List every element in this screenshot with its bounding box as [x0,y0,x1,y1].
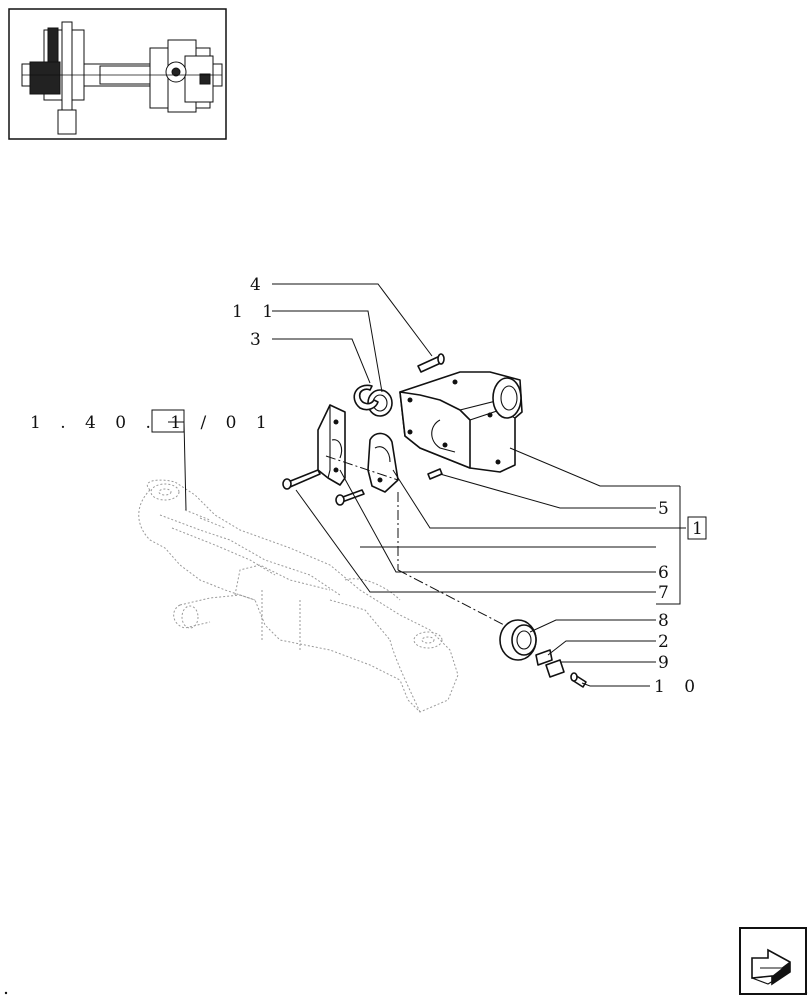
snap-ring-part-3[interactable] [353,384,379,411]
callout-1-box [687,516,707,540]
corner-dot-left [4,991,8,995]
callout-6: 6 [658,563,676,583]
reference-link-label[interactable]: 1 . 4 0 . 1 / 0 1 [30,413,274,433]
callout-1: 1 [692,519,703,539]
bolt-part-4[interactable] [417,353,445,373]
ring-nut-part-8[interactable] [499,619,537,661]
swivel-housing-part[interactable] [399,371,523,473]
callout-8: 8 [658,611,676,631]
clip-part-2[interactable] [535,649,553,666]
next-page-arrow-icon[interactable] [739,927,807,995]
callout-4: 4 [250,275,268,295]
seal-ring-part-11[interactable] [367,389,393,417]
clamp-half-part-6b[interactable] [367,432,399,493]
corner-dot [804,991,808,995]
callout-7: 7 [658,583,676,603]
lock-plate-part-9[interactable] [545,659,565,678]
callout-9: 9 [658,653,676,673]
axle-housing-reference-drawing [138,479,459,713]
leader-lines [168,283,686,687]
screw-part-10[interactable] [570,672,587,688]
long-bolt-part-7[interactable] [282,469,321,490]
clamp-half-part-6[interactable] [317,404,346,486]
thumbnail-axle-drawing [21,21,223,135]
callout-2: 2 [658,632,676,652]
callout-3: 3 [250,330,268,350]
axle-overview-thumbnail[interactable] [8,8,227,140]
callout-11: 1 1 [232,302,280,322]
callout-10: 1 0 [654,677,702,697]
pin-part-5[interactable] [427,468,443,480]
callout-5: 5 [658,499,676,519]
short-bolt-part-6[interactable] [335,489,365,506]
reference-link-box[interactable] [151,409,185,433]
